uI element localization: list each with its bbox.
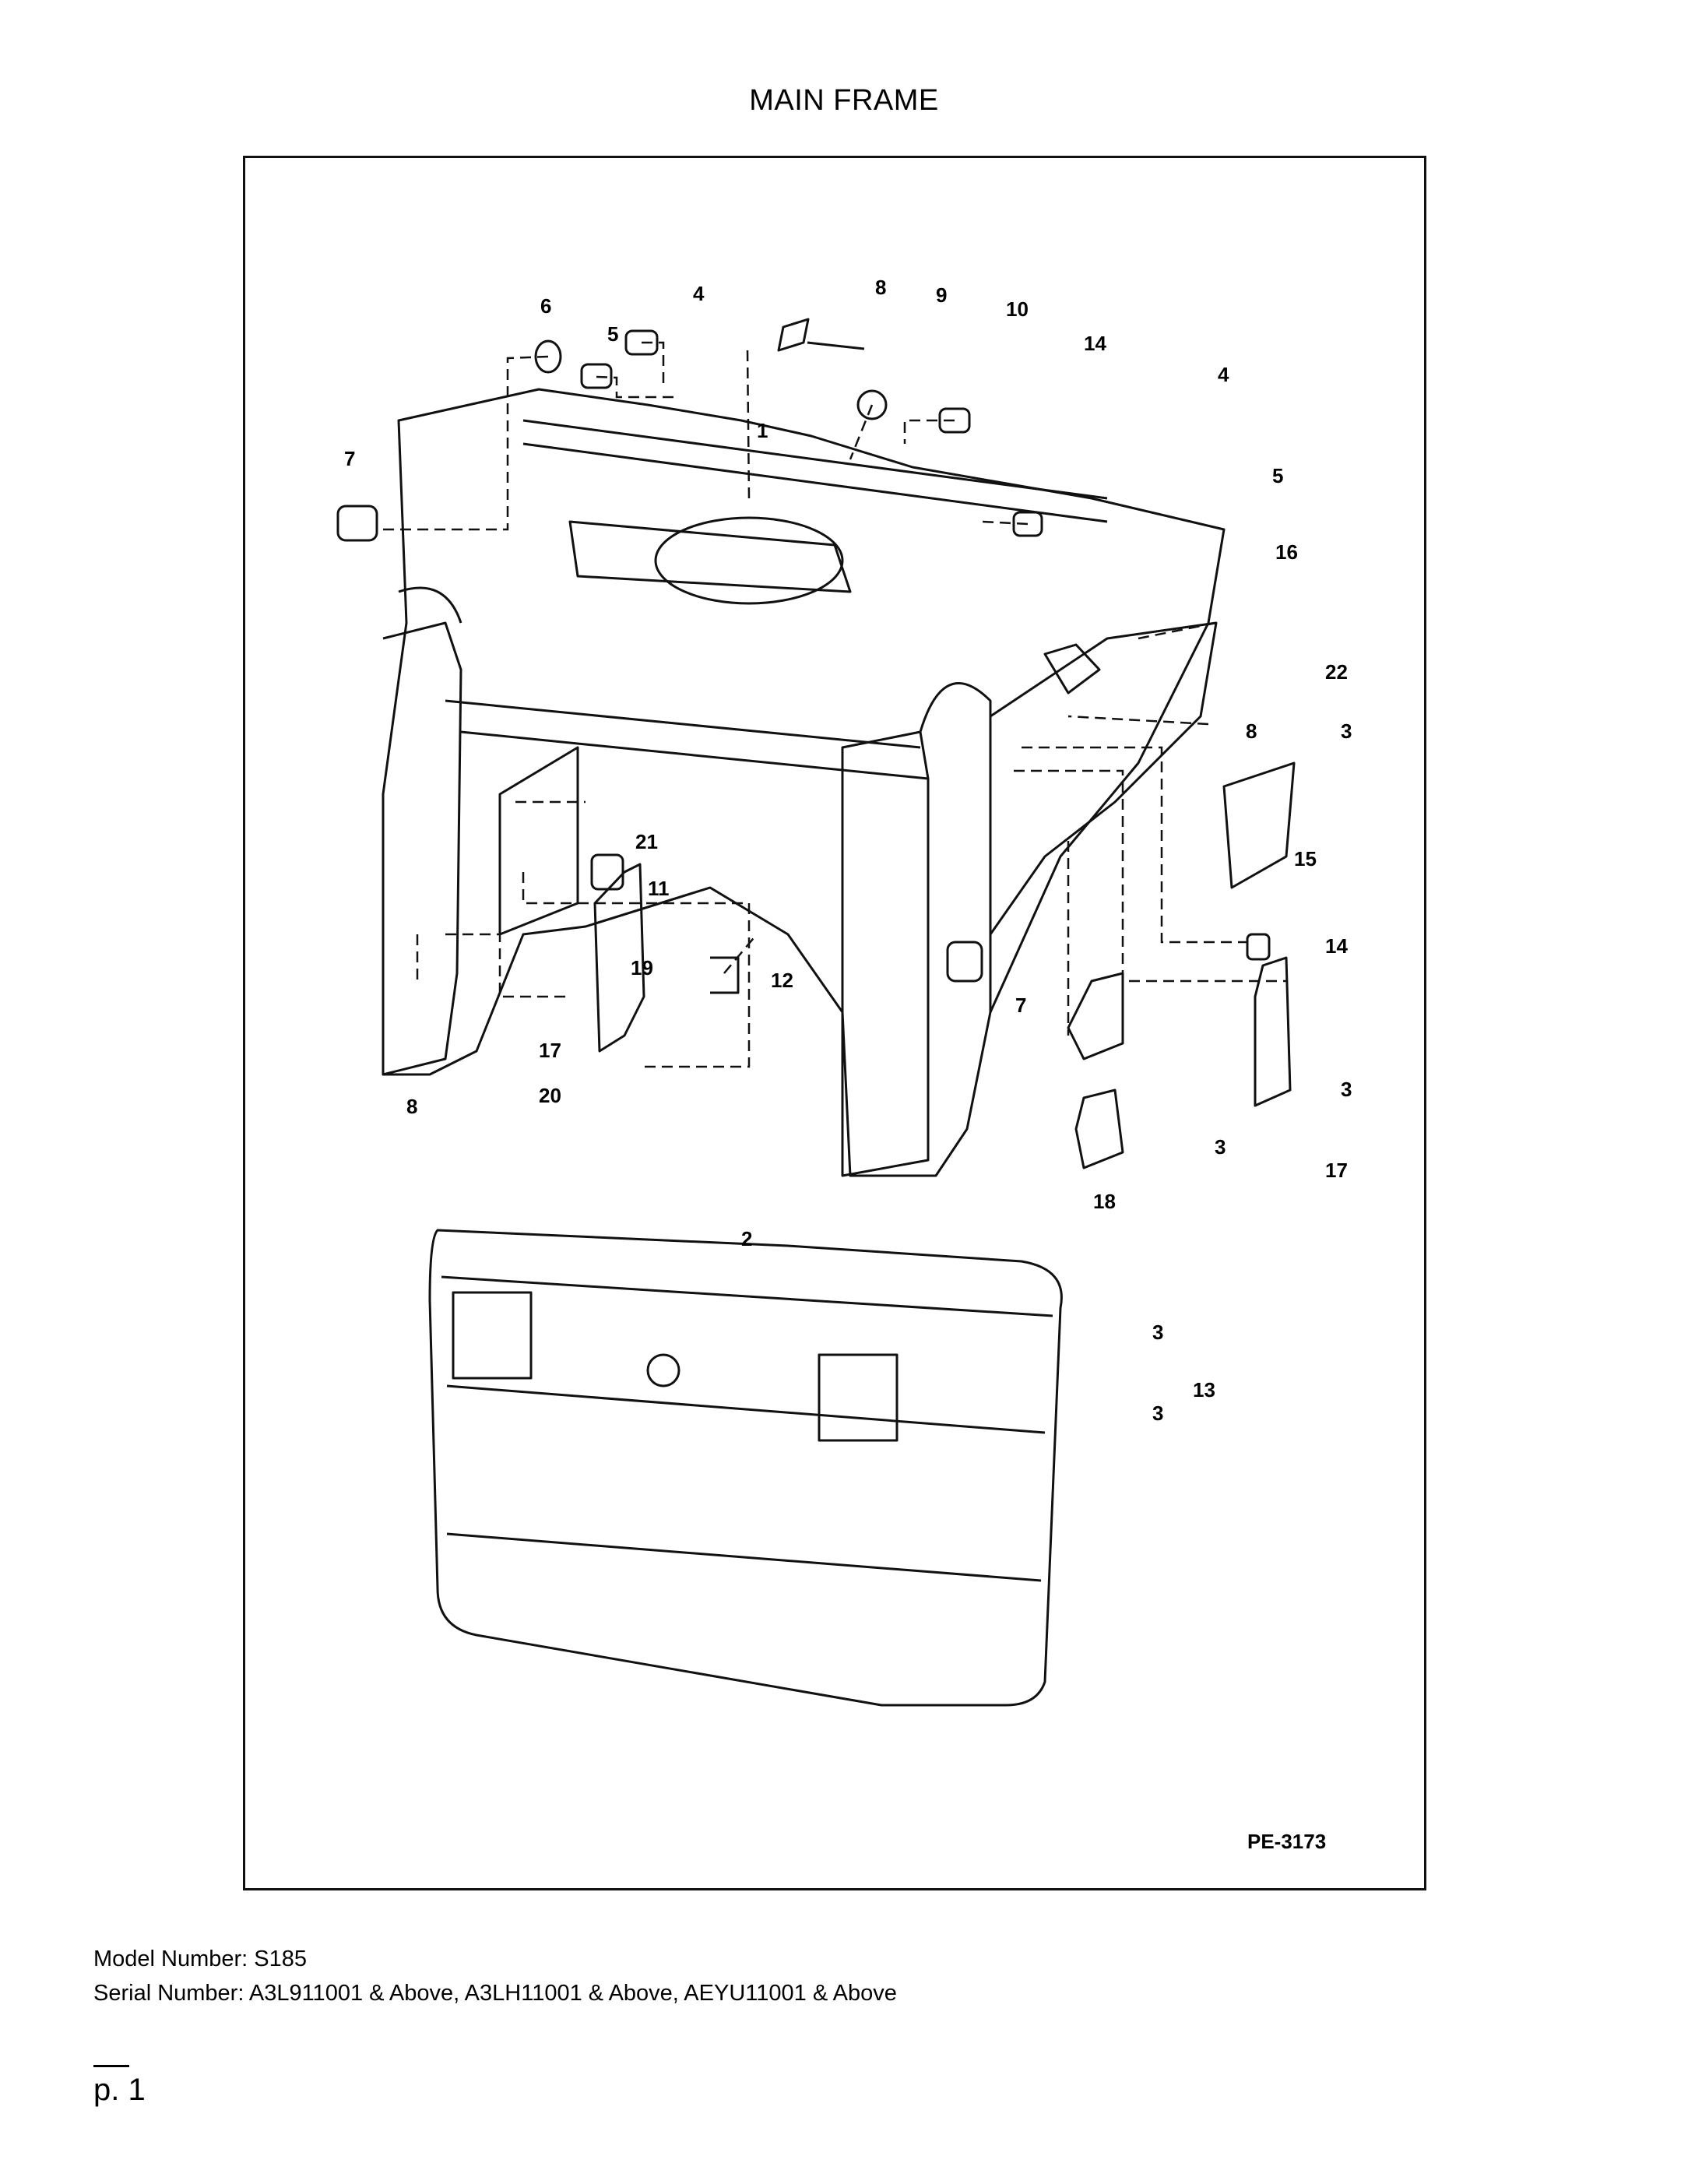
callout-3: 3: [1152, 1401, 1163, 1425]
leader-dashed: [382, 355, 549, 531]
callout-11: 11: [648, 877, 670, 900]
callout-15: 15: [1294, 847, 1317, 870]
callout-9: 9: [936, 283, 947, 307]
diagram-frame: [243, 156, 1426, 1890]
left-upright: [382, 621, 462, 1076]
callout-14: 14: [1084, 332, 1106, 355]
callout-10: 10: [1006, 297, 1029, 321]
callout-7: 7: [1015, 994, 1026, 1017]
drawing-code: PE-3173: [1247, 1830, 1326, 1853]
page-number: p. 1: [93, 2073, 146, 2107]
callout-3: 3: [1341, 719, 1352, 743]
page-title: MAIN FRAME: [749, 84, 939, 117]
front-panel: [428, 1229, 1063, 1707]
callout-6: 6: [540, 294, 551, 318]
right-upright: [841, 730, 930, 1177]
main-frame-outline: [382, 388, 1226, 1177]
callout-22: 22: [1325, 660, 1348, 684]
top-cross-member: [522, 419, 1108, 523]
callout-19: 19: [631, 956, 653, 979]
callout-14: 14: [1325, 934, 1348, 958]
serial-number: Serial Number: A3L911001 & Above, A3LH11…: [93, 1981, 897, 2006]
floor-opening: [654, 516, 844, 605]
model-number: Model Number: S185: [93, 1947, 308, 1971]
page-rule: [93, 2065, 129, 2067]
callout-4: 4: [1218, 363, 1229, 386]
callout-7: 7: [344, 447, 355, 470]
callout-13: 13: [1193, 1378, 1215, 1401]
callout-21: 21: [635, 830, 658, 853]
callout-3: 3: [1152, 1321, 1163, 1344]
exploded-parts-diagram: 1 2 3 3 3 3 3 4 4 5 5 6 7 7 8 8 8 9 10 1…: [336, 276, 1352, 1853]
callout-3: 3: [1215, 1135, 1226, 1159]
callout-4: 4: [693, 282, 705, 305]
callout-5: 5: [1272, 464, 1283, 487]
callout-17: 17: [539, 1039, 561, 1062]
callout-17: 17: [1325, 1159, 1348, 1182]
callout-12: 12: [771, 969, 793, 992]
callout-3: 3: [1341, 1078, 1352, 1101]
callout-8: 8: [406, 1095, 417, 1118]
callout-16: 16: [1275, 540, 1298, 564]
callout-1: 1: [757, 419, 768, 442]
callout-5: 5: [607, 322, 618, 346]
callout-20: 20: [539, 1084, 561, 1107]
callout-18: 18: [1093, 1190, 1116, 1213]
callout-8: 8: [1246, 719, 1257, 743]
callout-2: 2: [741, 1227, 752, 1250]
cross-member: [445, 699, 929, 780]
callout-8: 8: [875, 276, 886, 299]
